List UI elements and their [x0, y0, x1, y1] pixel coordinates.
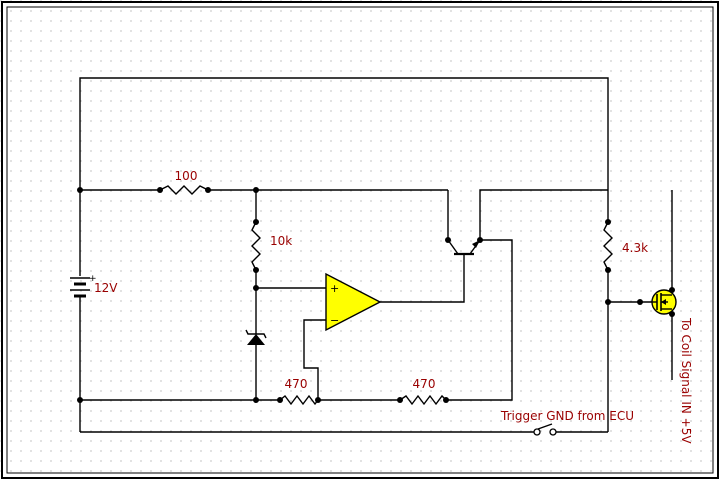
wire-opamp-out — [380, 254, 465, 303]
wire-top-rail — [79, 77, 609, 222]
resistor-4-3k[interactable]: 4.3k — [603, 221, 648, 271]
op-amp[interactable]: + − — [325, 272, 382, 332]
resistor-100[interactable]: 100 — [157, 169, 211, 195]
resistor-470-left-label: 470 — [285, 377, 308, 391]
junction-dot — [77, 397, 83, 403]
mosfet[interactable] — [651, 289, 677, 315]
wire-emitter-up — [479, 189, 608, 240]
junction-dot — [253, 187, 259, 193]
op-amp-plus: + — [330, 282, 339, 295]
wires — [79, 77, 673, 433]
coil-signal-label: To Coil Signal IN +5V — [679, 317, 693, 444]
junction-dot — [253, 285, 259, 291]
battery-plus-mark: + — [89, 274, 97, 284]
resistor-4-3k-label: 4.3k — [622, 241, 648, 255]
op-amp-minus: − — [330, 314, 339, 327]
inner-frame — [6, 6, 714, 474]
resistor-470-left[interactable]: 470 — [277, 377, 319, 406]
op-amp-body — [325, 272, 382, 332]
resistor-10k[interactable]: 10k — [251, 219, 292, 273]
trigger-switch[interactable] — [533, 423, 557, 436]
emitter-arrow — [472, 240, 480, 248]
battery-12v[interactable]: + 12V — [70, 274, 118, 298]
battery-label: 12V — [94, 281, 118, 295]
bjt-transistor[interactable] — [447, 239, 481, 256]
wire-opamp-minus — [303, 319, 326, 400]
resistor-470-right-label: 470 — [413, 377, 436, 391]
junction-dot — [637, 299, 643, 305]
junction-dot — [77, 187, 83, 193]
resistor-470-right[interactable]: 470 — [397, 377, 449, 406]
junction-dot — [253, 397, 259, 403]
zener-diode[interactable] — [245, 325, 267, 350]
junction-dot — [605, 299, 611, 305]
resistor-10k-label: 10k — [270, 234, 292, 248]
trigger-label: Trigger GND from ECU — [500, 409, 634, 423]
resistor-100-label: 100 — [175, 169, 198, 183]
wire-emitter-feedback — [446, 239, 513, 401]
